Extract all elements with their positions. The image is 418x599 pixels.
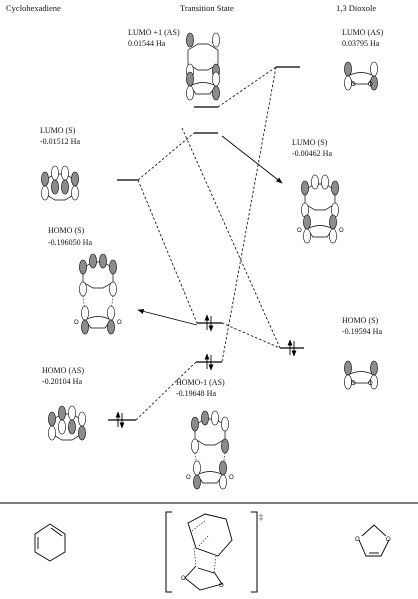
label-chd-homo-name: HOMO (S): [48, 226, 85, 235]
atom-o-ts-lumo-r: O: [339, 228, 344, 234]
atom-o-diox-homo-r: O: [368, 381, 373, 387]
label-ts-homo1-energy: -0.19648 Ha: [176, 389, 216, 398]
structure-cyclohexadiene: [34, 523, 66, 562]
header-cyclohexadiene: Cyclohexadiene: [6, 3, 61, 13]
orbital-ts-lumo: O O: [297, 174, 344, 244]
electron-pair-ts-homo: [204, 314, 214, 332]
atom-o-left: O: [351, 82, 356, 88]
label-ts-homo1-name: HOMO-1 (AS): [176, 378, 225, 387]
label-chd-homo-as-name: HOMO (AS): [42, 366, 84, 375]
arrow-ts-homo-to-chd-homo: [137, 308, 198, 326]
atom-o-ts-homo1-r: O: [229, 475, 234, 481]
atom-o-ts-lumo-l: O: [297, 228, 302, 234]
orbital-chd-homo: O O: [74, 253, 122, 335]
orbital-ts-homo1: O O: [186, 410, 234, 490]
label-diox-homo-energy: -0.19594 Ha: [342, 327, 382, 336]
label-diox-homo-name: HOMO (S): [342, 316, 379, 325]
header-dioxole: 1,3 Dioxole: [336, 3, 376, 13]
arrow-ts-lumo-to-orbital: [221, 135, 283, 184]
label-ts-lumo1-energy: 0.01544 Ha: [128, 39, 166, 48]
atom-o-ts-struct-l: O: [181, 576, 186, 582]
atom-o-diox-homo-l: O: [351, 381, 356, 387]
label-chd-lumo-energy: -0.01512 Ha: [40, 137, 80, 146]
orbital-diox-homo: O O: [344, 360, 378, 390]
atom-o-dioxole-r: O: [386, 537, 391, 543]
label-chd-lumo-name: LUMO (S): [40, 126, 76, 135]
electron-pair-chd-homo-as: [115, 411, 125, 429]
electron-pair-ts-homo1: [204, 353, 214, 371]
label-ts-lumo-name: LUMO (S): [292, 138, 328, 147]
label-ts-lumo-energy: -0.00462 Ha: [292, 149, 332, 158]
atom-o-ts-struct-r: O: [219, 583, 224, 589]
label-diox-lumo-energy: 0.03795 Ha: [342, 39, 380, 48]
atom-o-chd-homo-l: O: [74, 320, 79, 326]
atom-o-ts-homo1-l: O: [186, 475, 191, 481]
label-diox-lumo-name: LUMO (AS): [342, 28, 383, 37]
label-chd-homo-as-energy: -0.20104 Ha: [42, 377, 82, 386]
orbital-ts-lumo1: [186, 32, 220, 101]
atom-o-chd-homo-r: O: [117, 320, 122, 326]
label-chd-homo-energy: -0.196050 Ha: [48, 238, 92, 247]
ts-double-dagger: ‡: [259, 513, 263, 522]
electron-pair-diox-homo: [287, 339, 297, 357]
header-transition-state: Transition State: [180, 3, 234, 13]
atom-o-right: O: [368, 82, 373, 88]
label-ts-lumo1-name: LUMO +1 (AS): [128, 28, 180, 37]
structure-dioxole: O O: [355, 524, 391, 557]
atom-o-dioxole-l: O: [355, 537, 360, 543]
orbital-chd-lumo: [41, 165, 79, 201]
orbital-diox-lumo: O O: [344, 61, 378, 91]
correlation-lines: [135, 66, 281, 421]
structure-transition-state: O O ‡: [165, 511, 263, 593]
orbital-chd-homo-as: [48, 405, 86, 441]
